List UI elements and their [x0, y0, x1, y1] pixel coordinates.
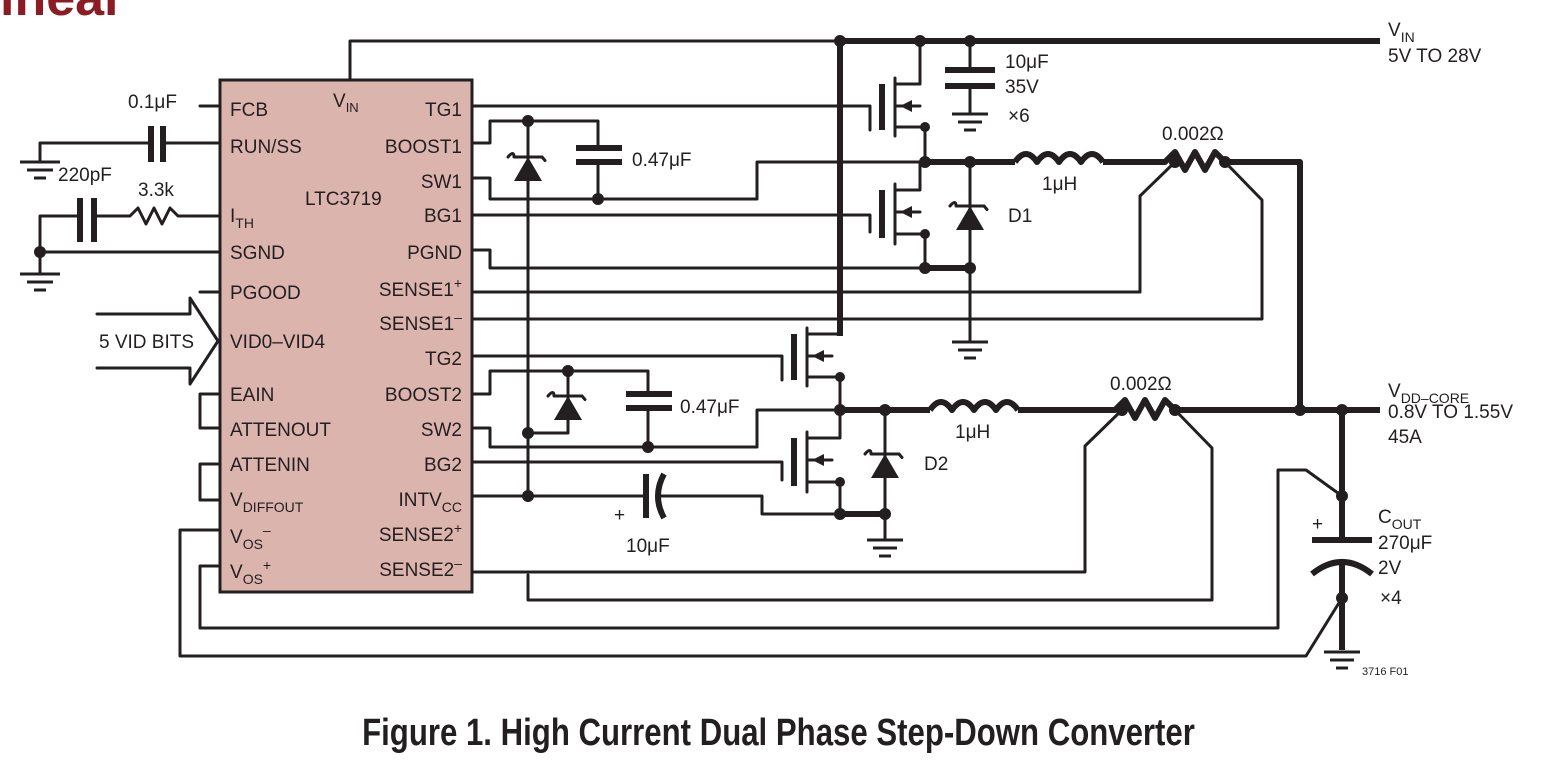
d1-label: D1 [1008, 206, 1032, 227]
pin-pgnd: PGND [407, 243, 462, 264]
intvcc-capacitor [470, 472, 891, 520]
rsense1-label: 0.002Ω [1162, 124, 1224, 145]
eain-attenout-loop [198, 392, 222, 430]
pin-vos-minus: VOS– [230, 522, 271, 552]
fcb-cap-label: 0.1μF [128, 92, 177, 113]
intvcc-cap-plus: + [614, 505, 625, 526]
chip-right-pins: TG1 BOOST1 SW1 BG1 PGND SENSE1+ SENSE1– … [379, 100, 462, 581]
pin-run-ss: RUN/SS [230, 137, 302, 158]
pin-sgnd: SGND [230, 243, 285, 264]
input-capacitor [945, 39, 995, 132]
pin-sense1-plus: SENSE1+ [379, 275, 462, 301]
top-mosfet-1 [470, 39, 930, 164]
phase2-output [470, 397, 1380, 602]
vout-current: 45A [1388, 427, 1422, 448]
l2-label: 1μH [955, 422, 990, 443]
ith-cap-label: 220pF [58, 165, 112, 186]
attenin-vdiff-loop [198, 462, 222, 502]
pin-ith: ITH [230, 206, 254, 231]
pin-boost1: BOOST1 [385, 137, 462, 158]
vin-label: VIN [1388, 20, 1415, 45]
input-cap-value: 10μF [1005, 52, 1049, 73]
pin-bg2: BG2 [424, 455, 462, 476]
pin-vid: VID0–VID4 [230, 332, 325, 353]
vout-range: 0.8V TO 1.55V [1388, 402, 1513, 423]
pin-sw2: SW2 [421, 420, 462, 441]
bottom-mosfet-1 [470, 160, 930, 270]
intvcc-cap-label: 10μF [626, 536, 670, 557]
pin-sense2-plus: SENSE2+ [379, 520, 462, 546]
pin-sense2-minus: SENSE2– [379, 555, 462, 581]
pin-bg1: BG1 [424, 206, 462, 227]
pin-vos-plus: VOS+ [230, 557, 271, 587]
cout-label: COUT [1378, 507, 1422, 532]
vid-bus-label: 5 VID BITS [99, 332, 194, 353]
boost1-cap-label: 0.47μF [632, 150, 692, 171]
bottom-mosfet-2 [470, 408, 845, 516]
cout-value: 270μF [1378, 533, 1432, 554]
pin-tg2: TG2 [425, 349, 462, 370]
chip-vin-pin: VIN [333, 91, 359, 115]
chip-left-pins: FCB RUN/SS ITH SGND PGOOD VID0–VID4 EAIN… [230, 100, 331, 587]
ith-res-label: 3.3k [138, 180, 174, 201]
pin-boost2: BOOST2 [385, 385, 462, 406]
cout-voltage: 2V [1378, 558, 1402, 579]
pin-vdiffout: VDIFFOUT [230, 490, 304, 515]
figure-code: 3716 F01 [1362, 666, 1408, 678]
chip-part-number: LTC3719 [305, 189, 382, 210]
vout-label: VDD–CORE [1388, 381, 1469, 406]
l1-label: 1μH [1042, 174, 1077, 195]
vos-plus-trace [198, 468, 1344, 630]
pin-attenin: ATTENIN [230, 455, 310, 476]
vin-range: 5V TO 28V [1388, 46, 1482, 67]
rsense2-label: 0.002Ω [1110, 374, 1172, 395]
d2-label: D2 [924, 454, 948, 475]
pin-sense1-minus: SENSE1– [379, 309, 462, 335]
input-cap-voltage: 35V [1005, 77, 1039, 98]
brand-logo-fragment: inear [0, 0, 124, 28]
top-mosfet-2 [470, 326, 845, 412]
pin-intvcc: INTVCC [398, 490, 462, 515]
phase1-output [470, 149, 1303, 410]
pin-tg1: TG1 [425, 100, 462, 121]
pin-fcb: FCB [230, 100, 268, 121]
ith-network [20, 198, 222, 292]
pin-pgood: PGOOD [230, 283, 301, 304]
pgnd-trace [470, 248, 922, 270]
d2-diode [863, 408, 904, 558]
boost1-network [470, 115, 927, 498]
figure-caption: Figure 1. High Current Dual Phase Step-D… [362, 712, 1195, 754]
boost2-network [470, 365, 842, 453]
vos-minus-trace [178, 528, 1344, 658]
vin-rail [348, 35, 1380, 336]
vid-bus-arrow [95, 296, 220, 386]
ltc3719-chip [218, 78, 474, 594]
pin-attenout: ATTENOUT [230, 420, 331, 441]
pin-eain: EAIN [230, 385, 274, 406]
d1-diode [948, 160, 989, 360]
boost2-cap-label: 0.47μF [680, 397, 740, 418]
input-cap-count: ×6 [1008, 106, 1030, 127]
cout-plus: + [1312, 514, 1323, 535]
run-ss-network [20, 104, 222, 180]
pin-sw1: SW1 [421, 172, 462, 193]
cout-count: ×4 [1380, 588, 1402, 609]
